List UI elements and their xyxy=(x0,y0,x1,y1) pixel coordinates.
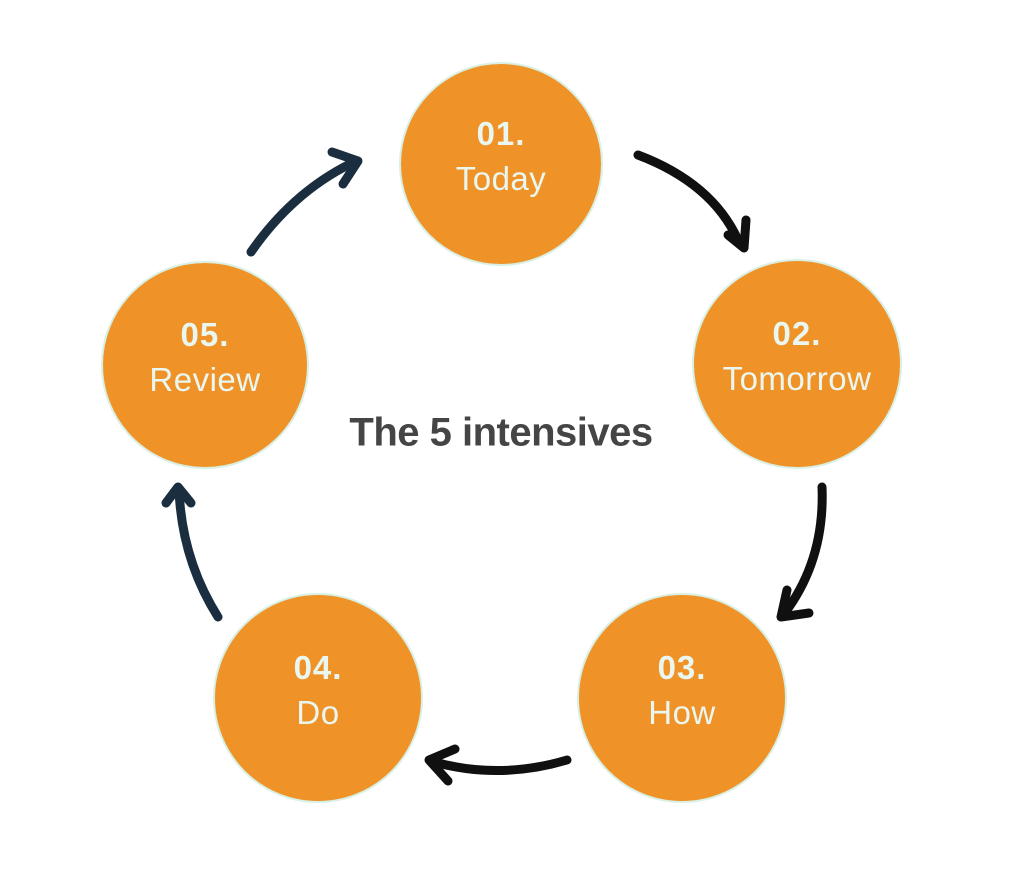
diagram-title: The 5 intensives xyxy=(349,410,653,455)
node-number: 05. xyxy=(180,316,230,354)
arrow-review-to-today xyxy=(246,147,363,257)
node-label: Tomorrow xyxy=(722,360,872,397)
node-text: 05. Review xyxy=(149,313,260,402)
cycle-node-review: 05. Review xyxy=(101,261,309,469)
node-number: 01. xyxy=(476,115,526,153)
arrow-do-to-review xyxy=(161,482,223,622)
cycle-node-how: 03. How xyxy=(577,593,787,803)
arrow-today-to-tomorrow xyxy=(633,150,751,253)
cycle-node-do: 04. Do xyxy=(213,593,423,803)
node-number: 02. xyxy=(772,315,822,353)
node-number: 04. xyxy=(293,649,343,687)
node-label: Review xyxy=(149,361,261,398)
node-text: 03. How xyxy=(648,646,716,735)
cycle-node-today: 01. Today xyxy=(399,62,603,266)
arrow-how-to-do xyxy=(424,744,572,786)
node-label: Today xyxy=(455,160,547,197)
cycle-node-tomorrow: 02. Tomorrow xyxy=(692,259,902,469)
arrow-tomorrow-to-how xyxy=(776,482,827,622)
node-text: 04. Do xyxy=(294,646,343,735)
node-text: 01. Today xyxy=(456,112,547,201)
node-label: How xyxy=(648,694,716,731)
node-text: 02. Tomorrow xyxy=(723,312,872,401)
node-label: Do xyxy=(296,694,340,731)
node-number: 03. xyxy=(657,649,707,687)
